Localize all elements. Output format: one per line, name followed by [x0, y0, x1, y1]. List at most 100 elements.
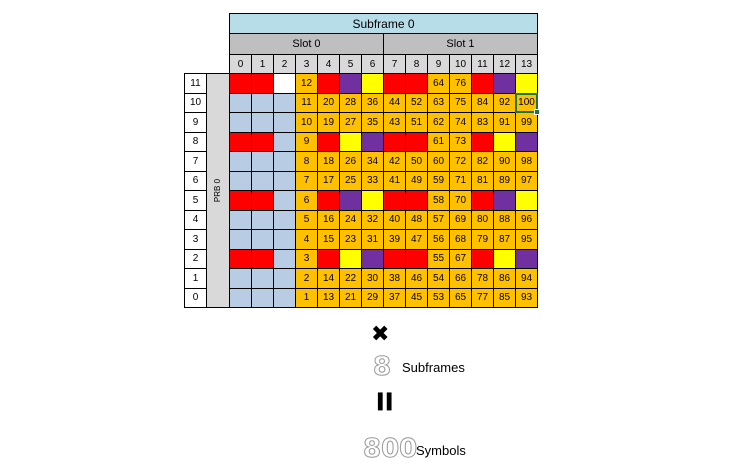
resource-element: [251, 112, 274, 133]
symbol-header: 12: [493, 54, 516, 74]
resource-element: 41: [383, 170, 406, 191]
resource-element: [515, 131, 538, 152]
resource-element: 34: [361, 151, 384, 172]
resource-element: 51: [405, 112, 428, 133]
resource-element: [273, 151, 296, 172]
resource-element: 91: [493, 112, 516, 133]
resource-element: 78: [471, 268, 494, 289]
resource-element: [317, 248, 340, 269]
resource-element: 12: [295, 73, 318, 94]
resource-element: [339, 190, 362, 211]
resource-element: [251, 170, 274, 191]
resource-element: 37: [383, 287, 406, 308]
resource-element: 84: [471, 92, 494, 113]
resource-element: [405, 131, 428, 152]
resource-element: 63: [427, 92, 450, 113]
subcarrier-number: 4: [184, 209, 207, 230]
resource-element: 61: [427, 131, 450, 152]
resource-element: 40: [383, 209, 406, 230]
subframe-count: 8: [372, 352, 392, 383]
resource-element: [361, 73, 384, 94]
prb-label-text: PRB 0: [213, 178, 223, 203]
resource-element: 99: [515, 112, 538, 133]
resource-element: 93: [515, 287, 538, 308]
resource-element: [251, 268, 274, 289]
symbol-count: 800: [362, 434, 418, 464]
subcarrier-number: 2: [184, 248, 207, 269]
resource-element: 80: [471, 209, 494, 230]
slot-header-1: Slot 1: [383, 33, 538, 55]
resource-element: [229, 209, 252, 230]
resource-element: [229, 268, 252, 289]
resource-element: 83: [471, 112, 494, 133]
resource-element: 49: [405, 170, 428, 191]
resource-element: 45: [405, 287, 428, 308]
resource-element: 6: [295, 190, 318, 211]
resource-element: [361, 131, 384, 152]
resource-element: 57: [427, 209, 450, 230]
resource-element: 75: [449, 92, 472, 113]
resource-element: 44: [383, 92, 406, 113]
resource-element: 96: [515, 209, 538, 230]
symbol-header: 9: [427, 54, 450, 74]
resource-element: [251, 190, 274, 211]
resource-element: 73: [449, 131, 472, 152]
resource-element: [273, 170, 296, 191]
resource-element: 54: [427, 268, 450, 289]
multiply-icon: ✖: [371, 322, 390, 347]
resource-element: 89: [493, 170, 516, 191]
resource-element: 27: [339, 112, 362, 133]
resource-element: 56: [427, 229, 450, 250]
resource-element: [229, 287, 252, 308]
subcarrier-number: 9: [184, 112, 207, 133]
resource-element: 1: [295, 287, 318, 308]
resource-element: [471, 73, 494, 94]
symbol-header: 2: [273, 54, 296, 74]
resource-element: 9: [295, 131, 318, 152]
slot-header-0: Slot 0: [229, 33, 384, 55]
resource-element: 68: [449, 229, 472, 250]
resource-element: 65: [449, 287, 472, 308]
resource-element: [251, 229, 274, 250]
resource-element: 35: [361, 112, 384, 133]
resource-element: [229, 112, 252, 133]
symbol-header: 5: [339, 54, 362, 74]
resource-element: 88: [493, 209, 516, 230]
resource-element: 19: [317, 112, 340, 133]
resource-element: 32: [361, 209, 384, 230]
resource-element: 87: [493, 229, 516, 250]
resource-element: 85: [493, 287, 516, 308]
subcarrier-number: 1: [184, 268, 207, 289]
resource-element: 53: [427, 287, 450, 308]
resource-element: 23: [339, 229, 362, 250]
resource-element: 16: [317, 209, 340, 230]
resource-element: [251, 209, 274, 230]
resource-element: [383, 248, 406, 269]
resource-element: 30: [361, 268, 384, 289]
resource-element: 38: [383, 268, 406, 289]
resource-element: [317, 73, 340, 94]
subframes-label: Subframes: [402, 360, 465, 375]
resource-element: 22: [339, 268, 362, 289]
resource-element: [339, 73, 362, 94]
resource-element: 26: [339, 151, 362, 172]
resource-element: [273, 268, 296, 289]
resource-element: [229, 92, 252, 113]
resource-element: 39: [383, 229, 406, 250]
resource-element: [405, 248, 428, 269]
resource-element: [471, 131, 494, 152]
resource-element: [405, 190, 428, 211]
resource-element: [273, 131, 296, 152]
resource-element: 97: [515, 170, 538, 191]
subframe-header: Subframe 0: [229, 13, 538, 34]
symbol-header: 8: [405, 54, 428, 74]
resource-element: 94: [515, 268, 538, 289]
symbols-label: Symbols: [416, 443, 466, 458]
symbol-header: 1: [251, 54, 274, 74]
resource-element: 95: [515, 229, 538, 250]
subcarrier-number: 5: [184, 190, 207, 211]
symbol-header: 7: [383, 54, 406, 74]
resource-element: 3: [295, 248, 318, 269]
selected-resource-element: 100: [515, 92, 540, 115]
